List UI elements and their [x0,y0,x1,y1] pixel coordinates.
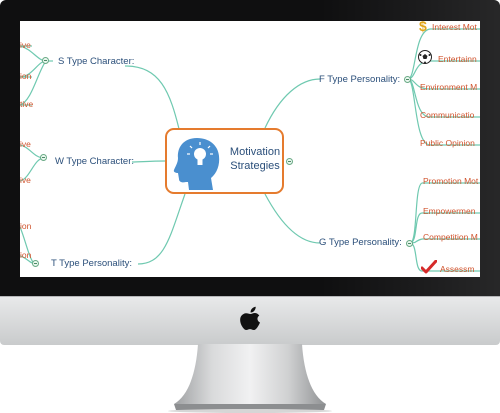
central-topic-line1: Motivation [229,146,281,158]
collapse-toggle-f[interactable] [404,76,411,83]
collapse-toggle-t[interactable] [32,260,39,267]
central-topic[interactable]: Motivation Strategies [165,128,284,194]
leaf-s-1[interactable]: ive [20,40,31,50]
svg-text:$: $ [419,21,427,33]
central-topic-title: Motivation Strategies [225,145,285,173]
collapse-toggle-s[interactable] [42,57,49,64]
branch-s-type-character[interactable]: S Type Character: [58,56,135,67]
leaf-f-5[interactable]: Public Opinion [420,138,475,148]
leaf-w-2[interactable]: ive [20,175,31,185]
collapse-toggle-center[interactable] [286,158,293,165]
leaf-t-2[interactable]: ion [20,250,32,260]
leaf-t-1[interactable]: ion [20,221,32,231]
screen: S Type Character: ive ion tive W Type Ch… [20,21,480,277]
leaf-f-4[interactable]: Communicatio [420,110,475,120]
monitor-stand [168,344,332,413]
leaf-g-3[interactable]: Competition M [423,232,478,242]
leaf-w-1[interactable]: ive [20,139,31,149]
leaf-g-4[interactable]: Assessm [440,264,475,274]
apple-logo-icon [240,306,260,330]
central-topic-line2: Strategies [230,160,280,172]
leaf-s-3[interactable]: tive [20,99,34,109]
leaf-f-1[interactable]: Interest Mot [432,22,477,32]
leaf-f-3[interactable]: Environment M [420,82,478,92]
leaf-f-2[interactable]: Entertainn [438,54,477,64]
branch-g-type-personality[interactable]: G Type Personality: [319,237,402,248]
branch-f-type-personality[interactable]: F Type Personality: [319,74,401,85]
collapse-toggle-w[interactable] [40,154,47,161]
connector-lines [20,28,480,272]
branch-t-type-personality[interactable]: T Type Personality: [51,258,132,269]
head-lightbulb-icon [173,138,220,190]
leaf-g-1[interactable]: Promotion Mot [423,176,479,186]
leaf-s-2[interactable]: ion [20,71,32,81]
leaf-g-2[interactable]: Empowermen [423,206,476,216]
dollar-icon: $ [418,21,430,34]
collapse-toggle-g[interactable] [406,240,413,247]
soccer-ball-icon [418,50,432,64]
checkmark-icon [420,259,438,274]
branch-w-type-character[interactable]: W Type Character: [55,156,135,167]
